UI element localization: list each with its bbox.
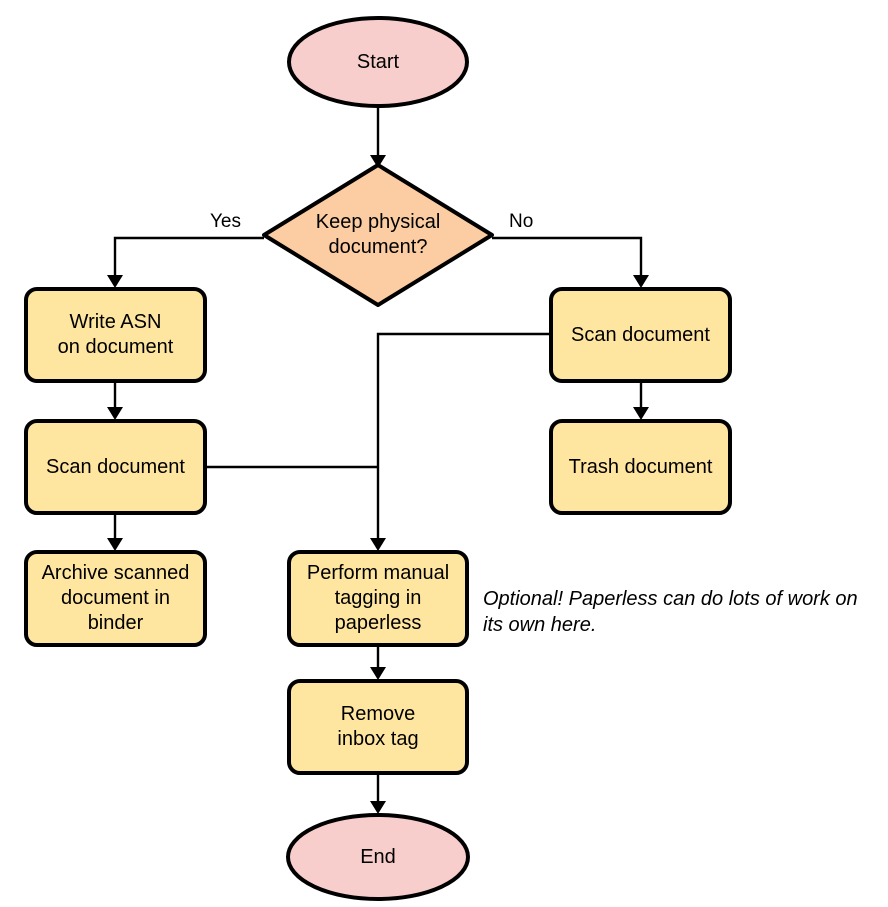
- arrowhead-icon: [370, 538, 386, 551]
- arrowhead-icon: [633, 407, 649, 420]
- connector-write-asn-to-scan-left: [107, 381, 123, 420]
- connector-line: [376, 332, 551, 549]
- arrowhead-icon: [107, 407, 123, 420]
- connector-scan-right-to-trash: [633, 381, 649, 420]
- connector-line: [113, 236, 264, 286]
- annotation-optional-note: Optional! Paperless can do lots of work …: [483, 588, 858, 636]
- node-remove-inbox-tag[interactable]: [287, 679, 469, 775]
- node-end[interactable]: [286, 813, 470, 901]
- arrowhead-icon: [370, 155, 386, 168]
- arrowhead-icon: [107, 275, 123, 288]
- node-scan-document-left[interactable]: [24, 419, 207, 515]
- connector-decision-yes-to-write-asn: [107, 236, 264, 288]
- arrowhead-icon: [370, 667, 386, 680]
- connector-start-to-decision: [370, 106, 386, 168]
- node-manual-tagging[interactable]: [287, 550, 469, 647]
- arrowhead-icon: [633, 275, 649, 288]
- node-archive-binder[interactable]: [24, 550, 207, 647]
- arrowhead-icon: [107, 538, 123, 551]
- node-trash-document[interactable]: [549, 419, 732, 515]
- node-start[interactable]: [287, 16, 469, 108]
- connector-remove-inbox-to-end: [370, 773, 386, 814]
- edge-label-decision-yes-to-write-asn: Yes: [210, 211, 241, 232]
- connector-decision-no-to-scan-right: [492, 236, 649, 288]
- connector-line: [492, 236, 643, 286]
- node-scan-document-right[interactable]: [549, 287, 732, 383]
- connector-tagging-to-remove-inbox: [370, 645, 386, 680]
- node-write-asn[interactable]: [24, 287, 207, 383]
- edge-label-decision-no-to-scan-right: No: [509, 211, 534, 232]
- node-keep-physical[interactable]: [262, 163, 494, 307]
- connector-scan-right-to-tagging: [370, 332, 551, 551]
- arrowhead-icon: [370, 801, 386, 814]
- connector-scan-left-to-archive: [107, 513, 123, 551]
